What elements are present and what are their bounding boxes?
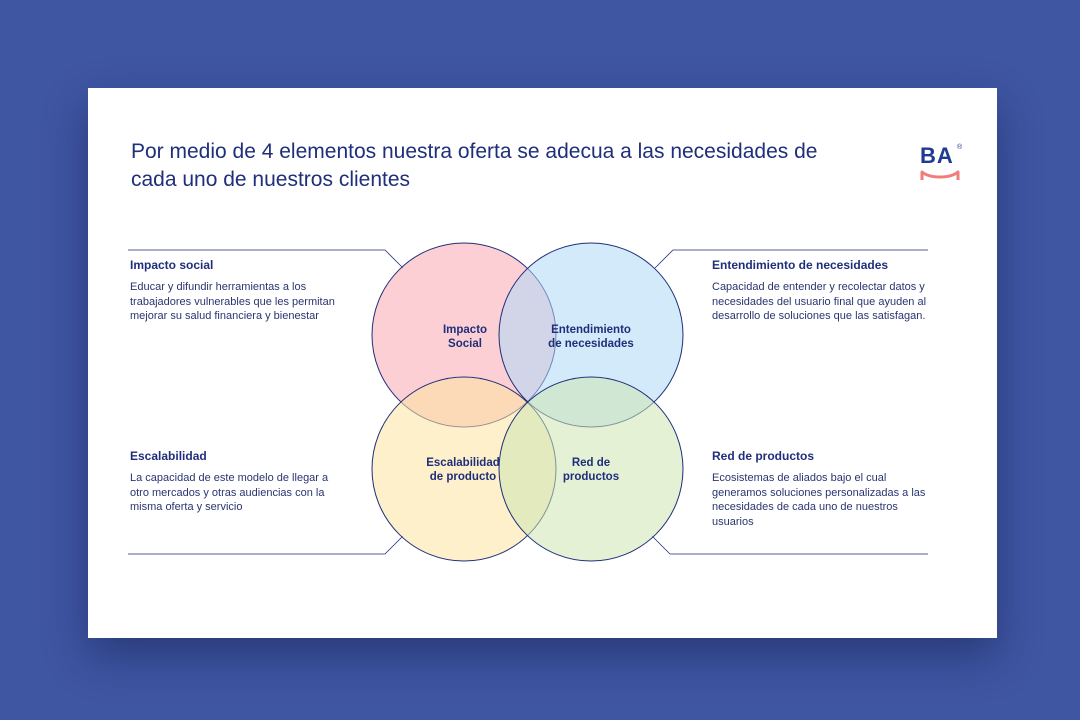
logo-wave-icon [920,170,960,180]
circle-label-escalabilidad-line2: de producto [430,471,496,483]
block-description: Educar y difundir herramientas a los tra… [130,281,335,322]
block-escalabilidad: Escalabilidad La capacidad de este model… [130,449,345,515]
block-heading: Escalabilidad [130,449,207,463]
circle-label-impacto-line2: Social [448,338,482,350]
block-impacto-social: Impacto social Educar y difundir herrami… [130,258,345,324]
block-description: Capacidad de entender y recolectar datos… [712,281,927,322]
venn-diagram: Impacto Social Entendimiento de necesida… [128,242,928,562]
connector-line-top-right [654,249,928,269]
connector-line-bottom-left [128,535,404,555]
block-description: Ecosistemas de aliados bajo el cual gene… [712,472,926,528]
registered-mark: ® [957,144,963,151]
brand-logo: BA ® [920,144,964,184]
circle-label-entendimiento-line2: de necesidades [548,338,634,350]
block-heading: Impacto social [130,258,214,272]
block-entendimiento: Entendimiento de necesidades Capacidad d… [712,258,927,324]
circle-label-impacto-line1: Impacto [443,324,487,336]
circle-label-red-line1: Red de [572,457,610,469]
circle-label-red-line2: productos [563,471,619,483]
block-red-productos: Red de productos Ecosistemas de aliados … [712,449,927,529]
slide-title: Por medio de 4 elementos nuestra oferta … [131,140,818,191]
circle-label-escalabilidad-line1: Escalabilidad [426,457,500,469]
block-description: La capacidad de este modelo de llegar a … [130,472,329,513]
circle-label-entendimiento-line1: Entendimiento [551,324,631,336]
logo-text: BA [920,143,954,168]
circle-red-productos [498,376,684,562]
connector-line-bottom-right [651,535,928,555]
block-heading: Red de productos [712,449,815,463]
connector-line-top-left [128,249,404,269]
block-heading: Entendimiento de necesidades [712,258,889,272]
slide: Por medio de 4 elementos nuestra oferta … [88,88,997,638]
